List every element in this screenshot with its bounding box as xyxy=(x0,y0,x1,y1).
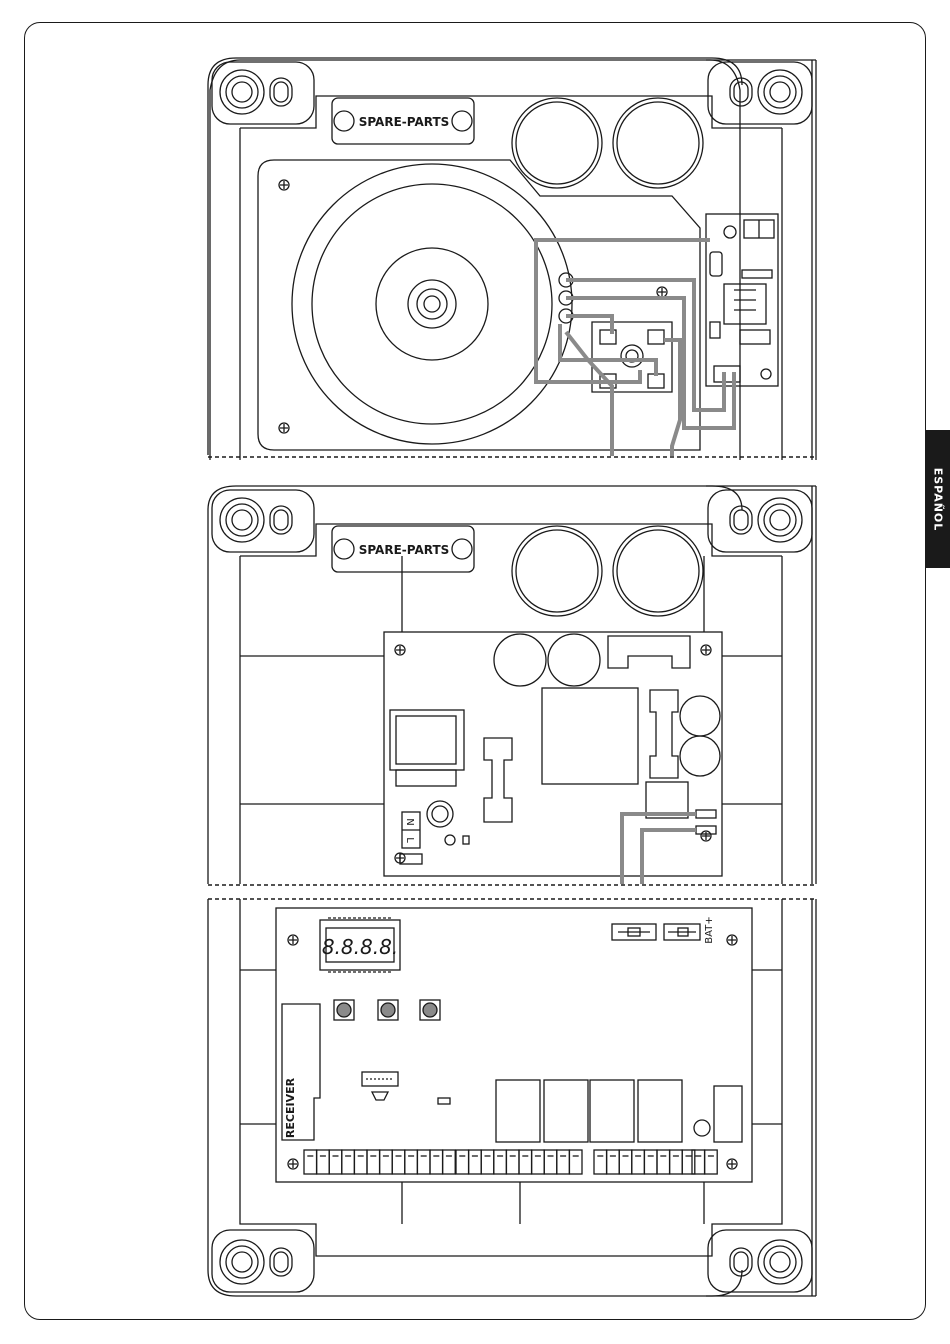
corner-screw-middle-right xyxy=(708,490,812,552)
logo-mark xyxy=(694,1120,710,1136)
terminal-2-3 xyxy=(481,1150,494,1174)
led-display: 8.8.8.8. xyxy=(320,918,400,972)
terminal-1-5 xyxy=(354,1150,367,1174)
spare-parts-label-middle: SPARE-PARTS xyxy=(359,543,450,557)
terminal-2-5 xyxy=(506,1150,519,1174)
terminal-3-6 xyxy=(657,1150,670,1174)
terminal-1-10 xyxy=(417,1150,430,1174)
terminal-1-4 xyxy=(342,1150,355,1174)
terminal-strips xyxy=(304,1150,717,1174)
terminal-1-6 xyxy=(367,1150,380,1174)
display-digits: 8.8.8.8. xyxy=(322,935,398,959)
corner-screw-top-right xyxy=(708,62,812,124)
wiring-middle xyxy=(622,814,696,884)
relay-1 xyxy=(496,1080,540,1142)
fuse-battery xyxy=(664,924,700,940)
corner-screw-top-left xyxy=(212,62,314,124)
cable-gland-top-2 xyxy=(613,98,703,188)
component-block xyxy=(714,1086,742,1142)
middle-panel: SPARE-PARTS xyxy=(208,486,816,885)
terminal-2-8 xyxy=(544,1150,557,1174)
power-board: N L xyxy=(384,632,722,876)
corner-screw-bottom-right xyxy=(708,1230,812,1292)
relay-4 xyxy=(638,1080,682,1142)
spare-parts-label-top: SPARE-PARTS xyxy=(359,115,450,129)
jumper-symbol xyxy=(372,1092,388,1100)
terminal-2-2 xyxy=(469,1150,482,1174)
terminal-3-5 xyxy=(644,1150,657,1174)
corner-screw-middle-left xyxy=(212,490,314,552)
terminal-l-label: L xyxy=(404,837,415,843)
fuse-1 xyxy=(612,924,656,940)
terminal-3-8 xyxy=(682,1150,695,1174)
terminal-4-1 xyxy=(692,1150,705,1174)
corner-screw-bottom-left xyxy=(212,1230,314,1292)
toroidal-transformer xyxy=(292,164,572,444)
terminal-2-10 xyxy=(569,1150,582,1174)
terminal-n-label: N xyxy=(404,818,415,825)
programming-button-1[interactable] xyxy=(334,1000,354,1020)
receiver-slot: RECEIVER xyxy=(282,1004,320,1140)
terminal-1-8 xyxy=(392,1150,405,1174)
cable-gland-middle-2 xyxy=(613,526,703,616)
control-board: 8.8.8.8. RECEIVER xyxy=(276,908,752,1182)
bottom-panel: 8.8.8.8. RECEIVER xyxy=(208,899,816,1296)
terminal-2-9 xyxy=(557,1150,570,1174)
terminal-2-1 xyxy=(456,1150,469,1174)
receiver-label: RECEIVER xyxy=(284,1077,297,1138)
terminal-1-11 xyxy=(430,1150,443,1174)
programming-button-3[interactable] xyxy=(420,1000,440,1020)
terminal-4-2 xyxy=(705,1150,718,1174)
filter-board xyxy=(706,214,778,386)
terminal-3-3 xyxy=(619,1150,632,1174)
cable-gland-top-1 xyxy=(512,98,602,188)
terminal-3-4 xyxy=(632,1150,645,1174)
terminal-3-2 xyxy=(607,1150,620,1174)
terminal-3-7 xyxy=(670,1150,683,1174)
terminal-1-3 xyxy=(329,1150,342,1174)
terminal-3-1 xyxy=(594,1150,607,1174)
terminal-2-4 xyxy=(494,1150,507,1174)
terminal-1-12 xyxy=(443,1150,456,1174)
terminal-1-7 xyxy=(380,1150,393,1174)
spare-parts-plate-middle: SPARE-PARTS xyxy=(332,526,474,572)
programming-button-2[interactable] xyxy=(378,1000,398,1020)
terminal-2-7 xyxy=(532,1150,545,1174)
terminal-1-2 xyxy=(317,1150,330,1174)
cable-gland-middle-1 xyxy=(512,526,602,616)
top-panel: SPARE-PARTS xyxy=(208,58,816,460)
battery-label: BAT+ xyxy=(704,916,715,943)
terminal-1-1 xyxy=(304,1150,317,1174)
relay-2 xyxy=(544,1080,588,1142)
terminal-1-9 xyxy=(405,1150,418,1174)
relay-3 xyxy=(590,1080,634,1142)
spare-parts-plate-top: SPARE-PARTS xyxy=(332,98,474,144)
terminal-2-6 xyxy=(519,1150,532,1174)
